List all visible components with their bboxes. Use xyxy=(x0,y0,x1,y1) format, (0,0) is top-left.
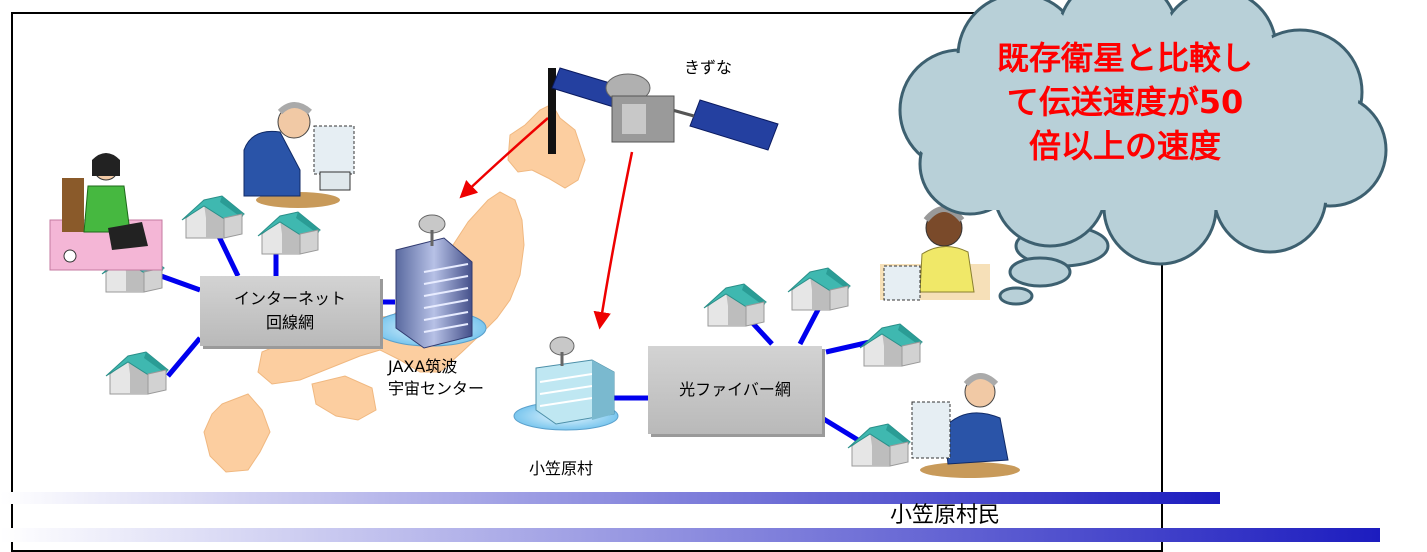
satellite-kizuna xyxy=(548,67,779,154)
cloud-line-1: 既存衛星と比較し xyxy=(996,39,1253,77)
house-icon xyxy=(859,323,923,367)
woman-laptop-user-icon xyxy=(49,153,163,271)
jaxa-label-line1: JAXA筑波 xyxy=(388,357,458,376)
internet-box-line1: インターネット xyxy=(233,289,346,308)
cloud-line-3: 倍以上の速度 xyxy=(1028,127,1221,165)
elderly-man-bottom-computer-icon xyxy=(911,373,1020,478)
internet-box-line2: 回線網 xyxy=(265,313,314,332)
accent-bar-upper xyxy=(0,492,1220,504)
cloud-line-2: て伝送速度が50 xyxy=(1006,83,1244,121)
ogasawara-village-building xyxy=(513,336,619,431)
jaxa-label-line2: 宇宙センター xyxy=(388,379,485,398)
elderly-man-yellow-computer-icon xyxy=(880,206,990,301)
signal-arrows xyxy=(459,117,634,330)
fiber-box-label: 光ファイバー網 xyxy=(679,380,791,399)
house-icon xyxy=(787,267,851,311)
thought-bubble-small xyxy=(998,286,1034,306)
satellite-label: きずな xyxy=(684,58,733,77)
village-label: 小笠原村 xyxy=(529,459,594,478)
residents-label: 小笠原村民 xyxy=(890,503,1001,528)
accent-bar-lower xyxy=(0,528,1380,542)
house-icon xyxy=(105,351,169,395)
speech-cloud-fill xyxy=(903,0,1383,261)
speech-cloud-text: 既存衛星と比較し て伝送速度が50 倍以上の速度 xyxy=(940,36,1310,168)
house-icon xyxy=(703,283,767,327)
fiber-network-box: 光ファイバー網 xyxy=(648,346,822,434)
internet-network-box: インターネット 回線網 xyxy=(200,276,380,346)
jaxa-label: JAXA筑波 宇宙センター xyxy=(388,356,484,400)
elderly-man-computer-icon xyxy=(243,102,355,208)
house-icon xyxy=(181,195,245,239)
thought-bubble-medium xyxy=(1008,256,1072,288)
house-icon xyxy=(847,423,911,467)
jaxa-tsukuba-building xyxy=(373,214,487,349)
house-icon xyxy=(257,211,321,255)
